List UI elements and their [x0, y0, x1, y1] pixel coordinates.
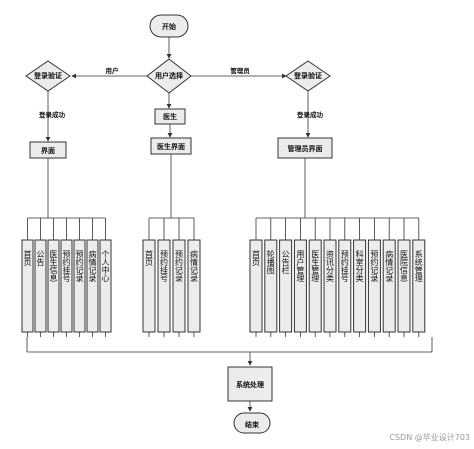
- doctor-ui-text: 医生界面: [157, 142, 185, 151]
- admin-module-label: 系统管理: [414, 249, 423, 282]
- user-ui-text: 界面: [41, 146, 55, 155]
- admin-module-label: 预约挂号: [340, 249, 349, 283]
- process-text: 系统处理: [236, 380, 264, 389]
- doctor-modules: 首页预约挂号预约记录病情记录: [142, 154, 201, 337]
- admin-label: 管理员: [230, 66, 250, 75]
- admin-module-label: 轮播图: [266, 249, 275, 275]
- user-module-label: 公告: [36, 250, 45, 267]
- user-module-label: 医生信息: [49, 250, 58, 282]
- login-right-text: 登录验证: [293, 71, 322, 80]
- doctor-module-label: 预约记录: [175, 249, 184, 282]
- doctor-module-label: 首页: [145, 249, 154, 267]
- login-ok-right-label: 登录成功: [296, 110, 324, 119]
- user-module-label: 首页: [23, 249, 32, 267]
- doctor-module-label: 病情记录: [190, 249, 199, 282]
- admin-modules: 首页轮播图公告栏用户管理医生管理资讯分类预约挂号科室分类预约记录病情记录医院信息…: [249, 158, 426, 337]
- admin-module-label: 病情记录: [385, 249, 394, 282]
- user-module-label: 预约记录: [75, 249, 84, 282]
- role-select-text: 用户选择: [155, 71, 184, 80]
- process-node: [227, 366, 273, 402]
- admin-module-label: 用户管理: [296, 250, 305, 282]
- login-ok-left-label: 登录成功: [38, 110, 66, 119]
- admin-module-label: 医院信息: [400, 250, 409, 282]
- end-node: [233, 412, 271, 434]
- start-text: 开始: [162, 22, 176, 31]
- admin-module-label: 预约记录: [370, 249, 379, 282]
- user-module-label: 病情记录: [88, 249, 97, 282]
- admin-module-label: 资讯分类: [326, 249, 335, 283]
- user-modules: 首页公告医生信息预约挂号预约记录病情记录个人中心: [21, 158, 112, 337]
- admin-ui-text: 管理员界面: [288, 144, 323, 153]
- end-text: 结束: [244, 420, 260, 429]
- user-module-label: 个人中心: [101, 250, 110, 282]
- admin-module-label: 医生管理: [311, 250, 320, 282]
- doctor-text: 医生: [163, 112, 177, 121]
- login-left-text: 登录验证: [33, 71, 62, 80]
- user-module-label: 预约挂号: [62, 249, 71, 283]
- admin-module-label: 科室分类: [355, 249, 364, 283]
- user-label: 用户: [105, 66, 119, 75]
- admin-module-label: 首页: [252, 249, 261, 267]
- watermark-text: CSDN @毕业设计703: [389, 433, 470, 442]
- doctor-module-label: 预约挂号: [160, 249, 169, 283]
- admin-module-label: 公告栏: [281, 250, 290, 275]
